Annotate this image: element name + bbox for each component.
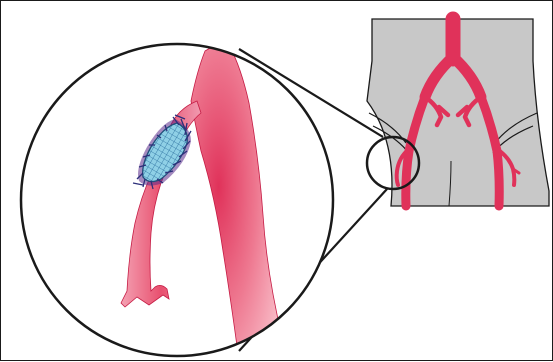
detail-circle	[21, 44, 333, 361]
